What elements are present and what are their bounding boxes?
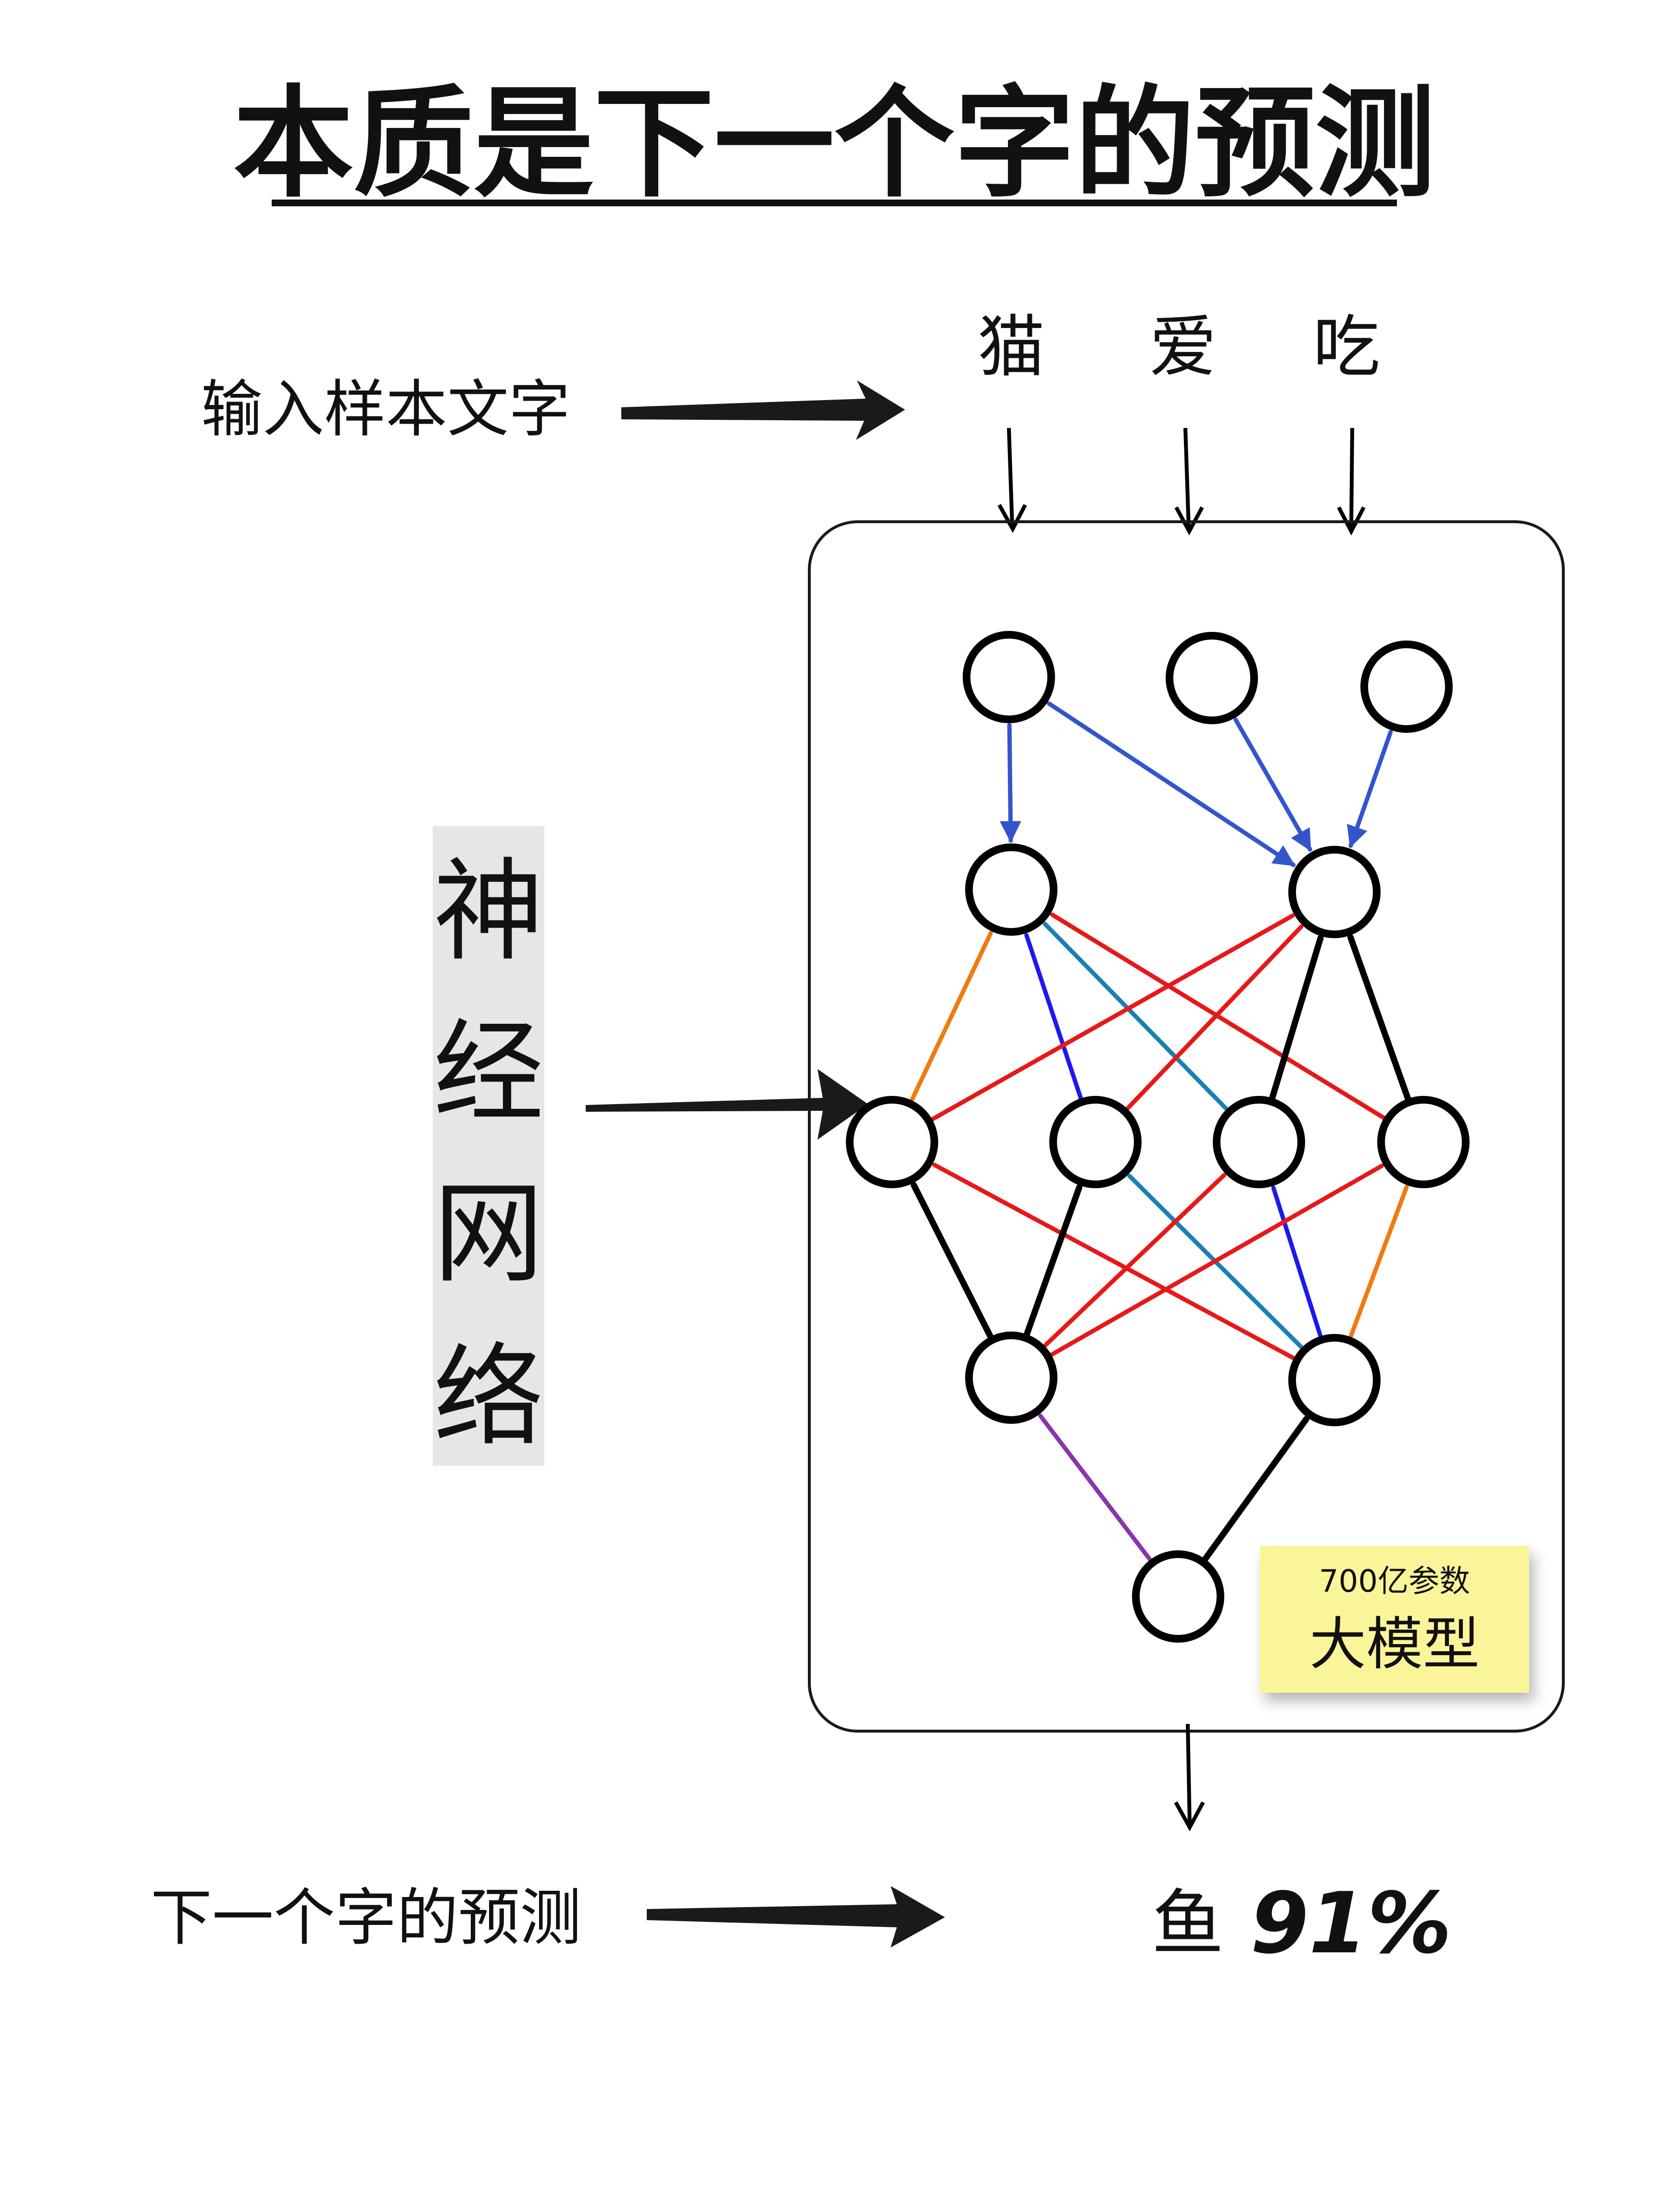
- node-l1n1: [1288, 846, 1381, 938]
- edge-l1n1-l2n2: [1269, 935, 1324, 1101]
- network-label-background: [433, 826, 544, 1466]
- title-group: 本质是下一个字的预测: [233, 74, 1435, 214]
- network-edges: [909, 701, 1411, 1562]
- input-arrow-2: [1183, 427, 1191, 529]
- node-l4n0: [1132, 1550, 1224, 1643]
- node-l3n1: [1288, 1334, 1381, 1426]
- node-l2n2: [1213, 1096, 1305, 1188]
- prediction-token: 鱼: [1152, 1882, 1224, 1966]
- node-l1n0: [965, 843, 1057, 936]
- node-l0n1: [1166, 632, 1258, 724]
- edge-l1n0-l2n1: [1024, 933, 1083, 1101]
- input-arrows: [997, 427, 1366, 536]
- node-l0n0: [963, 631, 1055, 723]
- edge-l0n0-l1n1: [1046, 701, 1296, 867]
- edge-l1n0-l2n0: [909, 930, 993, 1103]
- edge-l0n2-l1n1: [1347, 729, 1393, 848]
- edge-l2n2-l3n0: [1043, 1173, 1227, 1348]
- edge-l1n0-l2n2: [1043, 921, 1229, 1111]
- sticky-note-paper: [1260, 1546, 1529, 1693]
- input-arrow-2-head: [1174, 506, 1204, 536]
- output-big-arrow: [647, 1886, 945, 1948]
- node-l0n2: [1360, 641, 1453, 733]
- page-title: 本质是下一个字的预测: [233, 74, 1435, 214]
- sticky-note-model: 大模型: [1309, 1611, 1480, 1677]
- edge-l2n0-l3n0: [910, 1181, 994, 1340]
- edge-l1n1-l2n1: [1125, 924, 1304, 1111]
- input-label: 输入样本文字: [201, 374, 570, 445]
- output-label: 下一个字的预测: [151, 1882, 581, 1954]
- edge-l2n1-l3n0: [1023, 1184, 1082, 1338]
- edge-l0n1-l1n1: [1233, 717, 1312, 852]
- network-big-arrow: [586, 1069, 868, 1140]
- edge-l0n0-l1n0: [999, 723, 1021, 843]
- sticky-note-params: 700亿参数: [1319, 1564, 1470, 1599]
- input-arrow-1: [1007, 427, 1014, 527]
- output-arrow-head: [1174, 1801, 1205, 1832]
- node-l3n0: [965, 1332, 1057, 1424]
- edge-l3n1-l4n0: [1202, 1416, 1309, 1562]
- network-nodes: [846, 631, 1470, 1643]
- edge-l2n3-l3n0: [1049, 1164, 1384, 1357]
- input-big-arrow: [621, 380, 905, 440]
- network-label: 神 经 网 络: [433, 826, 544, 1466]
- node-l2n0: [846, 1096, 938, 1188]
- edge-l1n1-l2n0: [930, 913, 1295, 1122]
- network-label-char-1: 神: [433, 848, 544, 976]
- edge-l3n0-l4n0: [1038, 1414, 1153, 1562]
- input-token-eat: 吃: [1313, 308, 1380, 387]
- edge-l1n1-l2n3: [1347, 934, 1411, 1102]
- node-l2n1: [1049, 1096, 1142, 1188]
- sticky-note: 700亿参数 大模型: [1260, 1546, 1529, 1693]
- output-arrow: [1174, 1723, 1205, 1832]
- output-arrow-line: [1186, 1723, 1192, 1825]
- network-label-char-3: 网: [433, 1170, 544, 1298]
- network-label-char-2: 经: [433, 1009, 544, 1137]
- input-arrow-1-head: [997, 504, 1027, 533]
- edge-l2n0-l3n1: [932, 1162, 1296, 1361]
- input-arrow-3-head: [1337, 506, 1366, 536]
- prediction-probability: 91%: [1250, 1875, 1452, 1973]
- node-l2n3: [1377, 1096, 1470, 1188]
- edge-l2n3-l3n1: [1348, 1185, 1409, 1339]
- input-arrow-3: [1349, 427, 1354, 529]
- network-label-char-4: 络: [433, 1333, 544, 1462]
- edge-l2n2-l3n1: [1271, 1185, 1323, 1338]
- input-token-cat: 猫: [978, 308, 1045, 387]
- input-token-love: 爱: [1149, 308, 1217, 387]
